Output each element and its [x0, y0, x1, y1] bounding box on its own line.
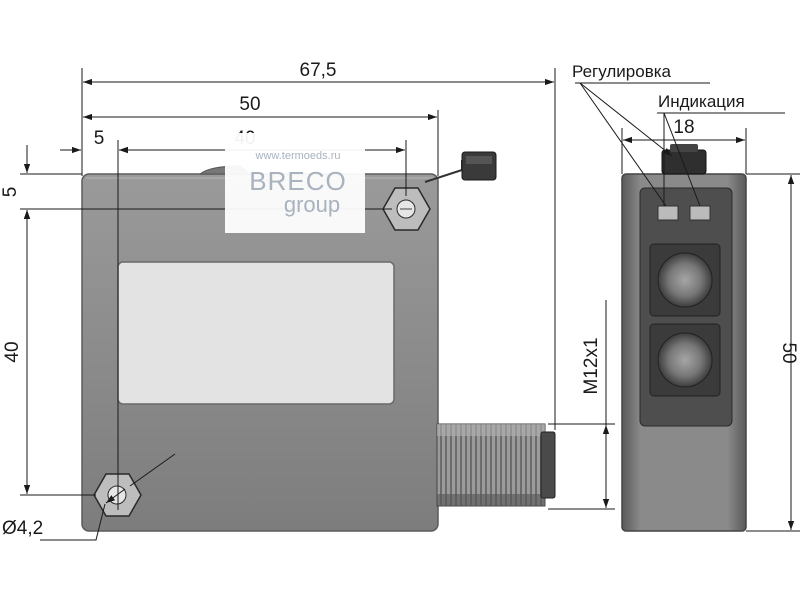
mounting-hole-top-right — [382, 187, 431, 231]
m12-connector — [436, 423, 556, 507]
dim-side-height: 50 — [778, 342, 799, 363]
callout-indication: Индикация — [658, 92, 745, 111]
dim-hole-offset-y: 5 — [0, 187, 21, 198]
dim-hole-diameter: Ø4,2 — [2, 518, 43, 539]
watermark-url: www.termoeds.ru — [255, 150, 341, 162]
watermark: www.termoeds.ru BRECO group — [225, 133, 365, 233]
callout-adjustment: Регулировка — [572, 62, 672, 81]
dimension-lines-side — [575, 82, 800, 532]
dim-side-width: 18 — [673, 117, 694, 138]
dim-hole-spacing-y: 40 — [2, 341, 23, 362]
dim-connector-thread: M12x1 — [581, 337, 602, 394]
cable-tab — [424, 151, 497, 183]
dim-body-length: 50 — [239, 94, 260, 115]
dim-overall-length: 67,5 — [300, 60, 337, 81]
sensor-body-side — [621, 144, 747, 532]
watermark-brand-sub: group — [284, 192, 340, 217]
watermark-brand: BRECO — [249, 166, 346, 196]
dim-hole-offset-x: 5 — [94, 128, 105, 149]
sensor-window — [117, 261, 395, 405]
